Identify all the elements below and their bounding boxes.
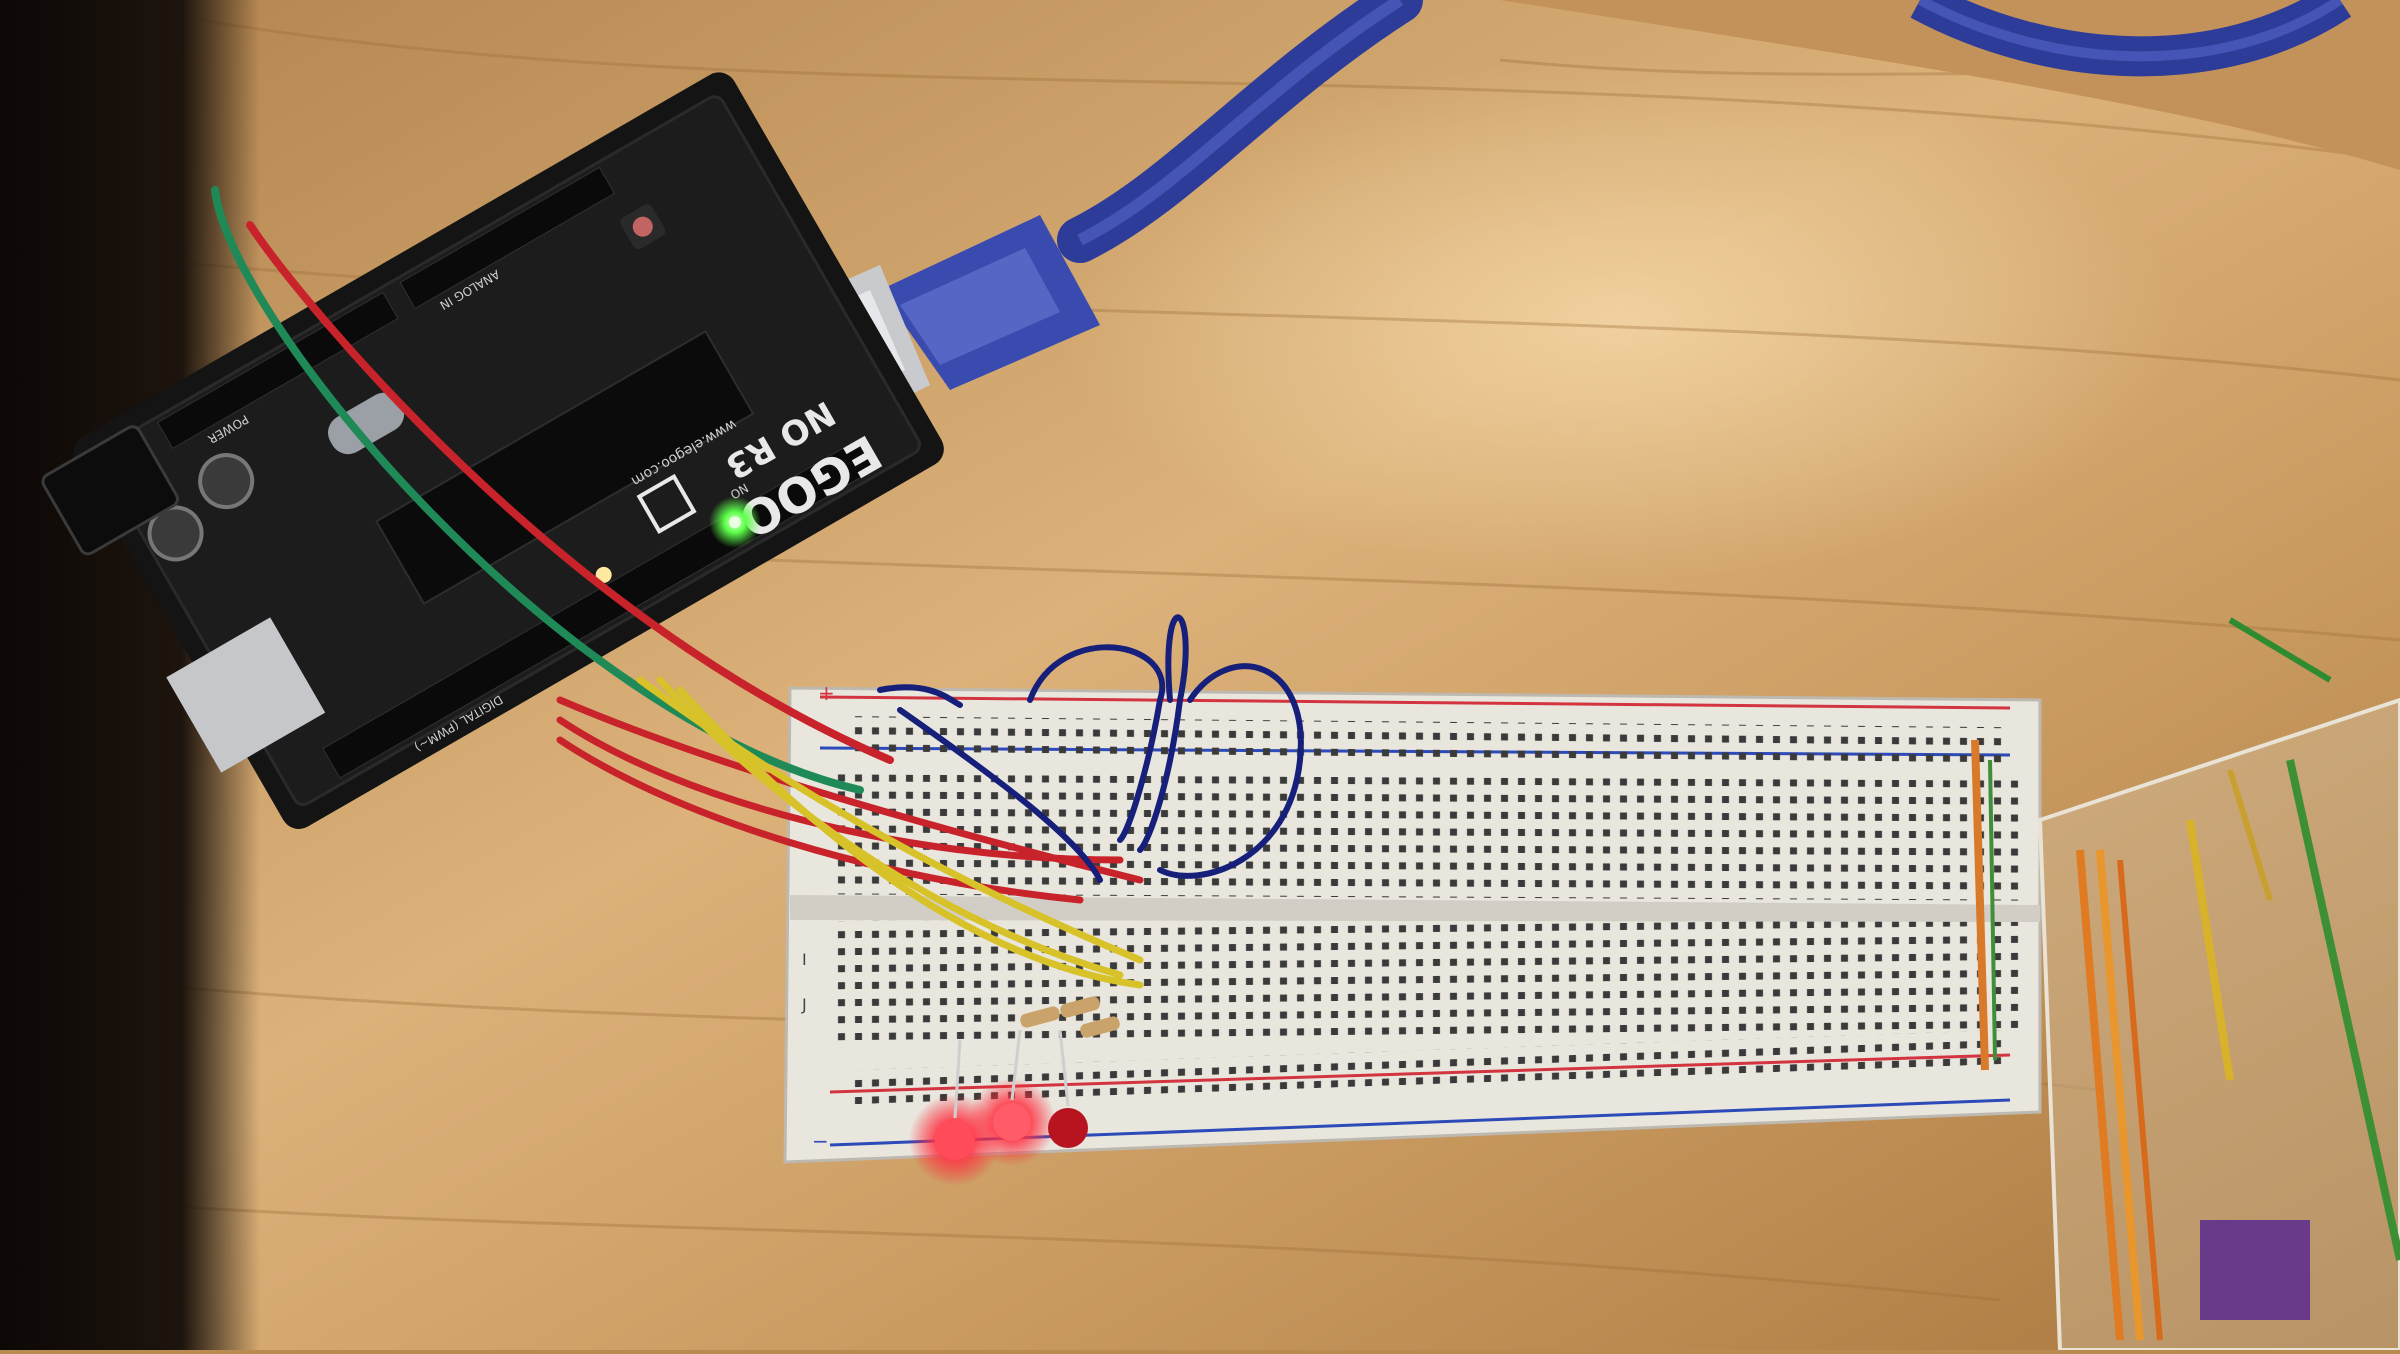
wire-blue-2 (877, 684, 963, 708)
brand-logo (636, 473, 697, 534)
red-leds (909, 1029, 1088, 1186)
led-2 (993, 1103, 1031, 1141)
rail-red-top (819, 695, 2011, 710)
tx-led (595, 566, 612, 583)
orange-jumper (1971, 739, 1989, 1071)
rail-plus-top: + (818, 681, 835, 705)
jumper-wire-box (2037, 617, 2400, 1352)
row-label-j: J (801, 995, 807, 1014)
arduino-board: EGOO NO R3 www.elegoo.com POWER ANALOG I… (41, 72, 944, 829)
wire-blue-loop-1 (1027, 644, 1166, 843)
power-led (728, 516, 741, 529)
wire-blue-loop-2 (1137, 614, 1189, 853)
analog-header (399, 166, 616, 310)
capacitor (198, 453, 255, 510)
table-glare (1060, 60, 2180, 580)
breadboard: + − I J (783, 681, 2042, 1164)
jumper-wires (211, 186, 1304, 989)
led-1 (935, 1120, 975, 1160)
led-3 (1048, 1108, 1088, 1148)
usb-jack (166, 617, 326, 773)
green-jumper (1988, 759, 1997, 1061)
wire-red-power (246, 221, 894, 764)
rail-minus-bottom: − (812, 1129, 829, 1153)
power-jack (41, 425, 179, 556)
resistors (1020, 996, 1120, 1038)
wire-pack-purple (2200, 1220, 2310, 1320)
row-label-i: I (802, 950, 807, 969)
crystal (328, 392, 405, 455)
microcontroller-chip (375, 329, 755, 605)
wire-blue-loop-3 (1157, 663, 1304, 879)
wire-blue-1 (897, 707, 1103, 883)
